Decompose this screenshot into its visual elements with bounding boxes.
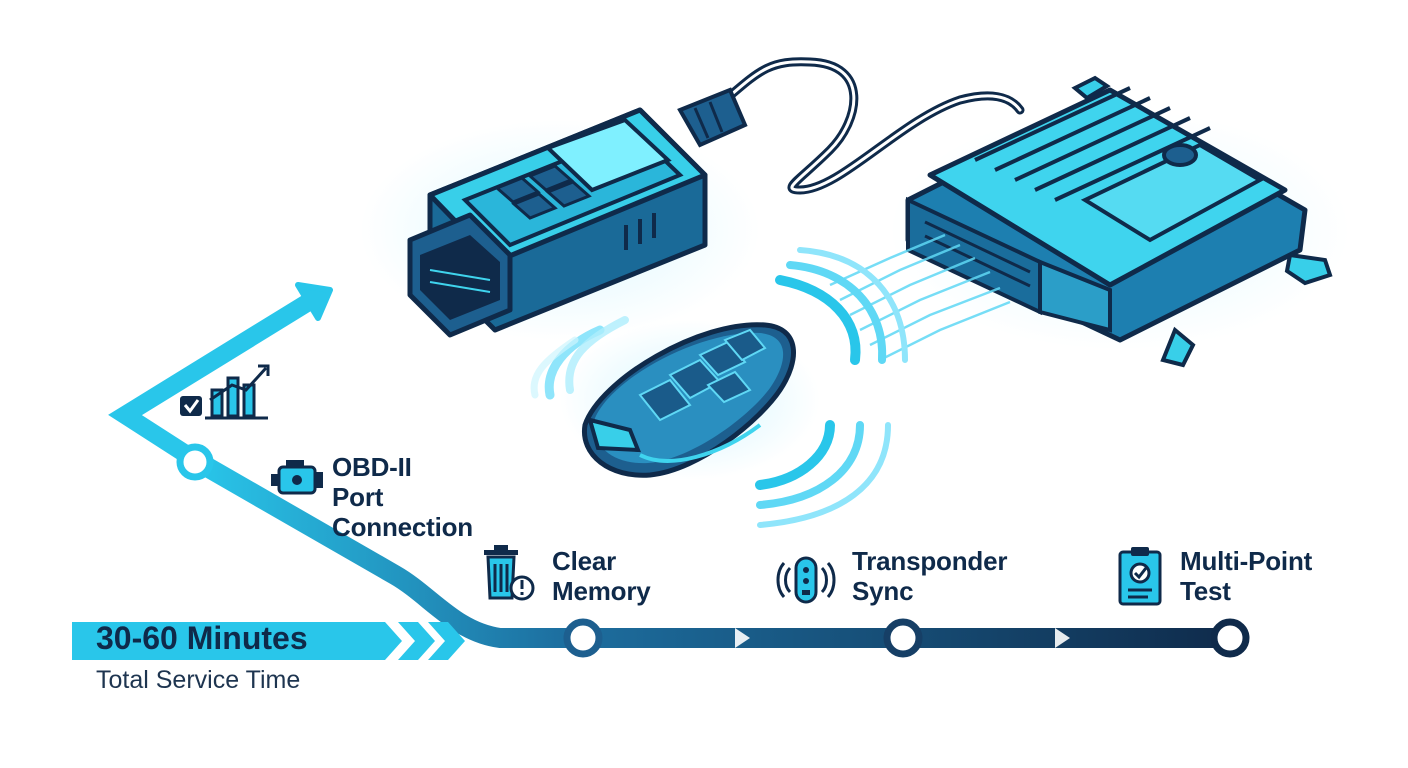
step-label-clear: Clear Memory (552, 546, 651, 606)
total-time-value: 30-60 Minutes (96, 620, 308, 656)
step-node-obd (176, 443, 214, 481)
process-path (108, 282, 1250, 658)
growth-chart-icon (180, 364, 270, 420)
step-node-test (1210, 618, 1250, 658)
signal-waves (530, 247, 908, 528)
trash-alert-icon (484, 545, 535, 601)
clipboard-check-icon (1118, 547, 1162, 606)
total-time-caption: Total Service Time (96, 666, 301, 694)
step-node-sync (883, 618, 923, 658)
step-label-sync: Transponder Sync (852, 546, 1008, 606)
key-fob-signal-icon (776, 556, 836, 604)
step-node-clear (563, 618, 603, 658)
ecu-module (890, 75, 1350, 368)
key-fob (560, 320, 820, 480)
step-label-test: Multi-Point Test (1180, 546, 1313, 606)
step-label-obd: OBD-II Port Connection (332, 452, 473, 542)
engine-icon (271, 460, 323, 495)
obd-scanner (360, 87, 760, 340)
total-time-banner (72, 622, 465, 660)
